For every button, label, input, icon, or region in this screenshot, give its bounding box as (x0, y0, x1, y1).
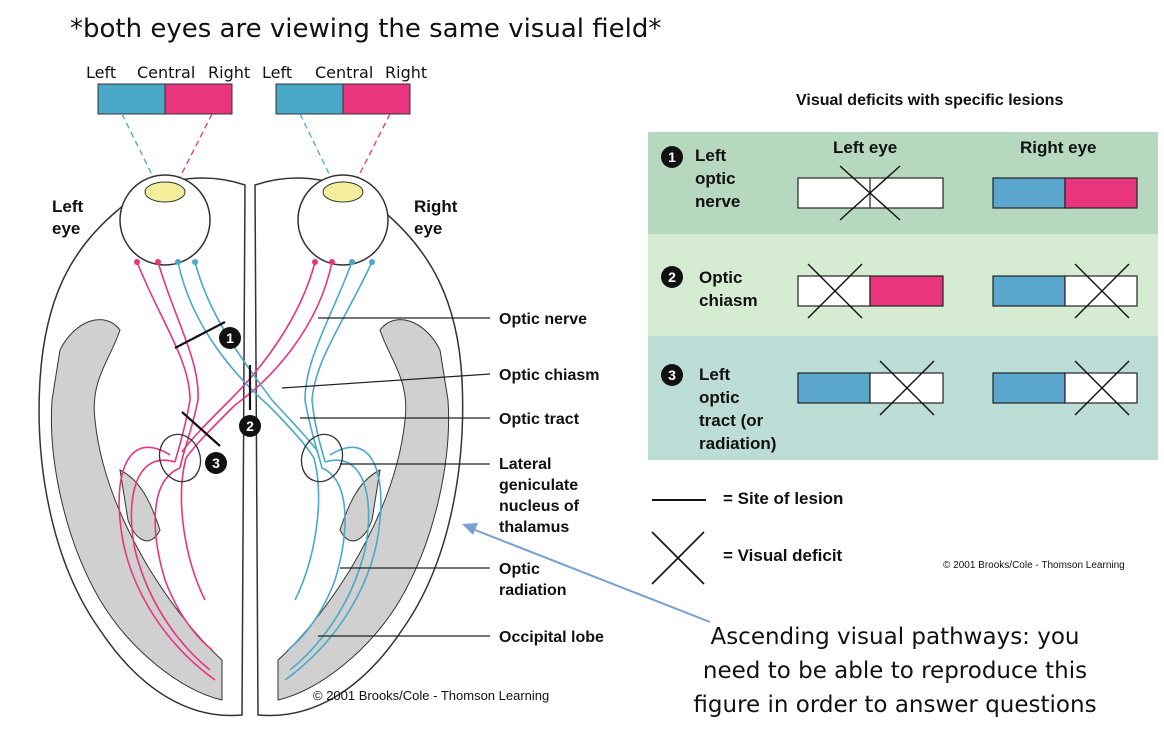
left-lgn (158, 433, 202, 483)
label-optic-tract: Optic tract (499, 411, 580, 428)
row3-name-line-4: radiation) (699, 434, 777, 453)
row2-left-eye-left-half (797, 275, 871, 307)
study-note-line-2: need to be able to reproduce this (702, 658, 1088, 684)
lesion-marker-3: 3 (205, 452, 227, 474)
col-head-left-eye: Left eye (833, 138, 898, 157)
cortex-left (50, 319, 223, 701)
panel-copyright: © 2001 Brooks/Cole - Thomson Learning (943, 560, 1125, 571)
label-occipital-lobe: Occipital lobe (499, 629, 604, 646)
label-lgn-line-4: thalamus (499, 519, 570, 536)
top-note: *both eyes are viewing the same visual f… (70, 14, 662, 44)
pink-pathway (118, 261, 333, 681)
row1-right-eye-left-half (992, 177, 1066, 209)
label-lgn-line-2: geniculate (499, 477, 579, 494)
row2-right-eye-left-half (992, 275, 1066, 307)
lesion-marker-1: 1 (219, 327, 241, 349)
row1-name-line-3: nerve (695, 192, 741, 211)
label-leader-lines (281, 317, 491, 637)
label-lgn: Lateral geniculate nucleus of thalamus (499, 454, 579, 538)
label-optic-nerve: Optic nerve (499, 311, 588, 328)
brain-copyright: © 2001 Brooks/Cole - Thomson Learning (313, 688, 550, 703)
right-eyeball (297, 174, 389, 266)
row3-left-eye-left-half (797, 372, 871, 404)
row2-right-eye-right-half (1064, 275, 1138, 307)
row2-left-eye-right-half (869, 275, 944, 307)
row1-name-line-2: optic (695, 169, 736, 188)
left-eye-field-central-label: Central (137, 63, 196, 82)
left-eye-visual-field (97, 83, 233, 115)
row3-name: Left optic tract (or radiation) (699, 363, 776, 455)
study-note-line-1: Ascending visual pathways: you (710, 624, 1080, 650)
row3-right-eye-right-half (1064, 372, 1138, 404)
legend-x-mark (651, 531, 705, 585)
left-eye-label: Left eye (52, 197, 84, 238)
left-eyeball (119, 174, 211, 266)
label-radiation-line-2: radiation (499, 582, 567, 599)
label-optic-chiasm: Optic chiasm (499, 367, 600, 384)
row1-name: Left optic nerve (695, 144, 740, 213)
row3-right-eye-left-half (992, 372, 1066, 404)
study-note-line-3: figure in order to answer questions (693, 692, 1097, 718)
study-note: Ascending visual pathways: you need to b… (680, 620, 1110, 722)
row2-name-line-2: chiasm (699, 291, 758, 310)
label-radiation-line-1: Optic (499, 561, 540, 578)
label-lgn-line-3: nucleus of (499, 498, 580, 515)
row3-number: 3 (661, 364, 683, 386)
row3-name-line-2: optic (699, 388, 740, 407)
row1-name-line-1: Left (695, 146, 727, 165)
label-lgn-line-1: Lateral (499, 456, 552, 473)
row3-name-line-1: Left (699, 365, 731, 384)
row1-right-eye-right-half (1064, 177, 1138, 209)
left-eye-field-left-label: Left (86, 63, 117, 82)
lesion-sites (174, 321, 252, 447)
legend-deficit-text: = Visual deficit (723, 546, 843, 565)
row1-number: 1 (661, 146, 683, 168)
blue-pathway (177, 261, 382, 681)
left-eye-field-right-label: Right (208, 63, 251, 82)
deficit-panel-title: Visual deficits with specific lesions (796, 92, 1064, 109)
right-eye-visual-field (275, 83, 411, 115)
right-eye-field-central-label: Central (315, 63, 374, 82)
right-lgn (300, 433, 344, 483)
legend-lesion-text: = Site of lesion (723, 489, 844, 508)
label-optic-radiation: Optic radiation (499, 559, 567, 601)
row2-name-line-1: Optic (699, 268, 743, 287)
col-head-right-eye: Right eye (1020, 138, 1097, 157)
row3-name-line-3: tract (or (699, 411, 764, 430)
row2-name: Optic chiasm (699, 266, 758, 312)
lesion-marker-2: 2 (239, 415, 261, 437)
right-eye-field-left-label: Left (262, 63, 293, 82)
right-eye-label: Right eye (414, 197, 458, 238)
right-eye-field-right-label: Right (385, 63, 428, 82)
pointer-arrow (462, 523, 711, 623)
row2-number: 2 (661, 266, 683, 288)
